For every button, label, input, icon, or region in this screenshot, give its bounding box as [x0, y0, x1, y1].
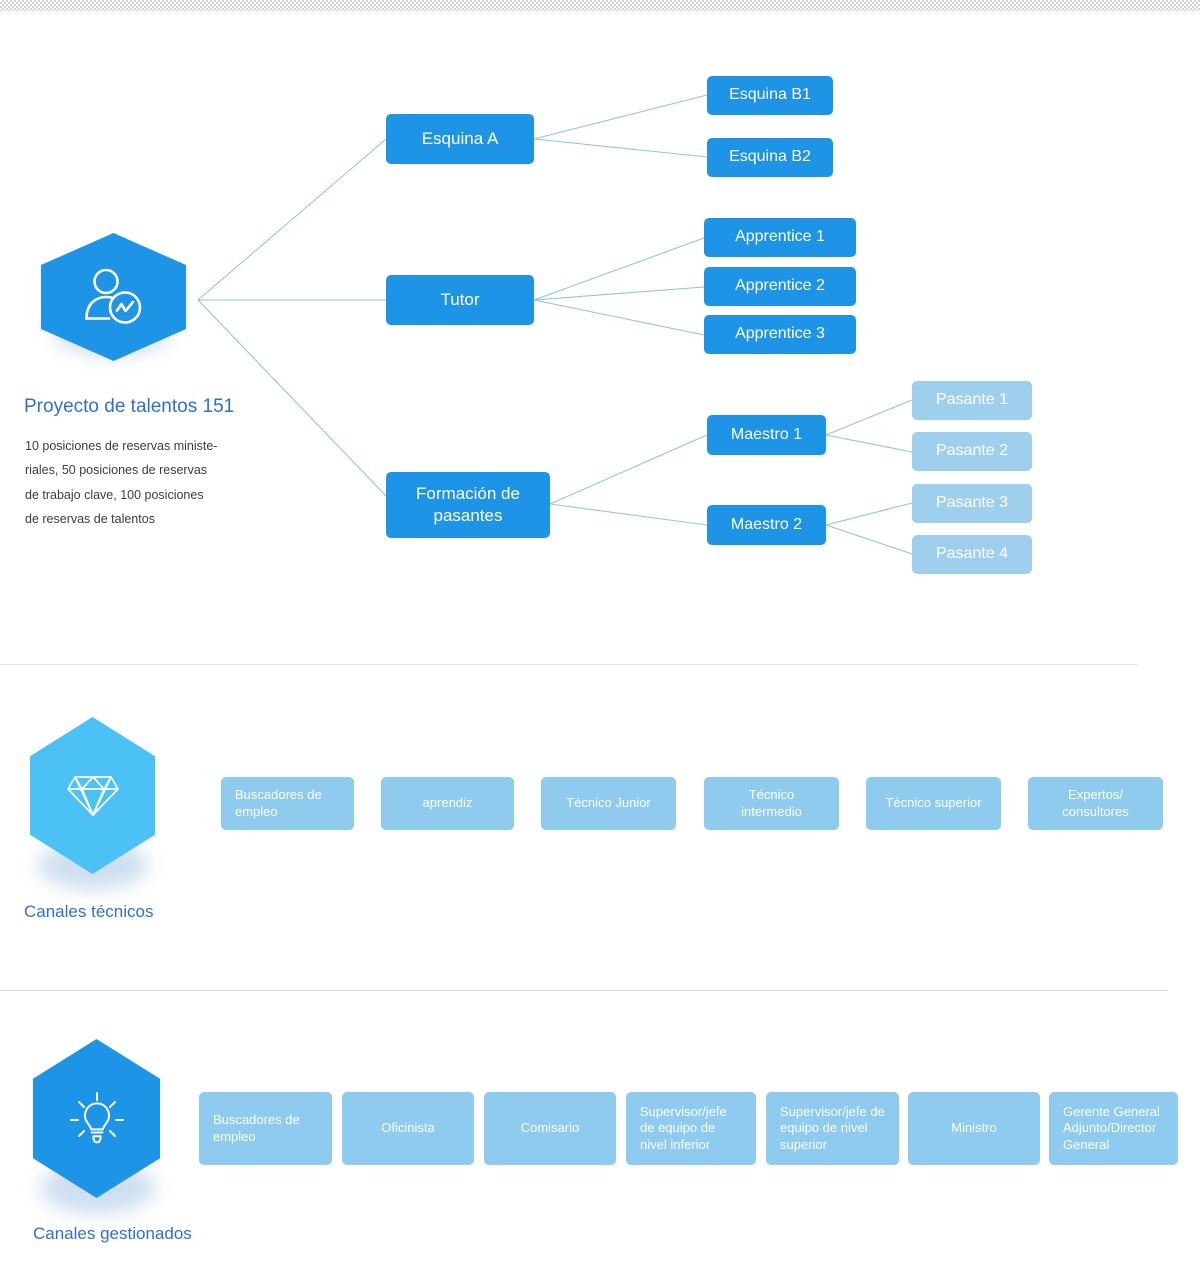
node-apprentice-3[interactable]: Apprentice 3 — [704, 315, 856, 354]
lightbulb-icon — [67, 1090, 127, 1148]
technical-chip-aprendiz[interactable]: aprendiz — [381, 777, 514, 830]
technical-chip-expertos-consultores[interactable]: Expertos/ consultores — [1028, 777, 1163, 830]
managed-chip-gerente-general[interactable]: Gerente General Adjunto/Director General — [1049, 1092, 1178, 1165]
node-apprentice-2[interactable]: Apprentice 2 — [704, 267, 856, 306]
root-title: Proyecto de talentos 151 — [24, 396, 235, 417]
managed-chip-comisario[interactable]: Comisario — [484, 1092, 616, 1165]
node-label-line: pasantes — [433, 506, 503, 525]
managed-chip-oficinista[interactable]: Oficinista — [342, 1092, 474, 1165]
person-chart-icon — [82, 266, 146, 328]
managed-hexagon[interactable] — [33, 1039, 160, 1198]
node-label-line: Formación de — [416, 484, 520, 504]
root-description-line: de trabajo clave, 100 posiciones — [25, 487, 204, 502]
top-hatched-strip — [0, 0, 1200, 11]
managed-chip-ministro[interactable]: Ministro — [908, 1092, 1040, 1165]
node-tutor[interactable]: Tutor — [386, 275, 534, 325]
node-pasante-2[interactable]: Pasante 2 — [912, 432, 1032, 471]
managed-chip-supervisor-nivel-inferior[interactable]: Supervisor/jefe de equipo de nivel infer… — [626, 1092, 756, 1165]
technical-chip-tecnico-intermedio[interactable]: Técnico intermedio — [704, 777, 839, 830]
section-divider-2 — [0, 990, 1168, 991]
node-esquina-b2[interactable]: Esquina B2 — [707, 138, 833, 177]
node-maestro-2[interactable]: Maestro 2 — [707, 505, 826, 545]
node-esquina-b1[interactable]: Esquina B1 — [707, 76, 833, 115]
technical-hexagon[interactable] — [30, 717, 155, 874]
root-hexagon[interactable] — [41, 233, 186, 361]
technical-chip-tecnico-junior[interactable]: Técnico Junior — [541, 777, 676, 830]
managed-chip-supervisor-nivel-superior[interactable]: Supervisor/jefe de equipo de nivel super… — [766, 1092, 899, 1165]
root-description-line: 10 posiciones de reservas ministe- — [25, 439, 218, 453]
node-maestro-1[interactable]: Maestro 1 — [707, 415, 826, 455]
node-pasante-1[interactable]: Pasante 1 — [912, 381, 1032, 420]
technical-chip-tecnico-superior[interactable]: Técnico superior — [866, 777, 1001, 830]
node-esquina-a[interactable]: Esquina A — [386, 114, 534, 164]
node-formacion-de-pasantes[interactable]: Formación de pasantes — [386, 472, 550, 538]
root-description-line: riales, 50 posiciones de reservas — [25, 463, 208, 478]
node-apprentice-1[interactable]: Apprentice 1 — [704, 218, 856, 257]
technical-chip-buscadores-de-empleo[interactable]: Buscadores de empleo — [221, 777, 354, 830]
root-description-line: de reservas de talentos — [25, 512, 155, 527]
root-description: 10 posiciones de reservas ministe- riale… — [25, 434, 265, 532]
managed-chip-buscadores-de-empleo[interactable]: Buscadores de empleo — [199, 1092, 332, 1165]
technical-caption: Canales técnicos — [24, 902, 154, 921]
node-pasante-3[interactable]: Pasante 3 — [912, 484, 1032, 523]
diamond-icon — [64, 770, 122, 822]
node-pasante-4[interactable]: Pasante 4 — [912, 535, 1032, 574]
managed-caption: Canales gestionados — [33, 1224, 192, 1243]
section-divider-1 — [0, 664, 1138, 665]
